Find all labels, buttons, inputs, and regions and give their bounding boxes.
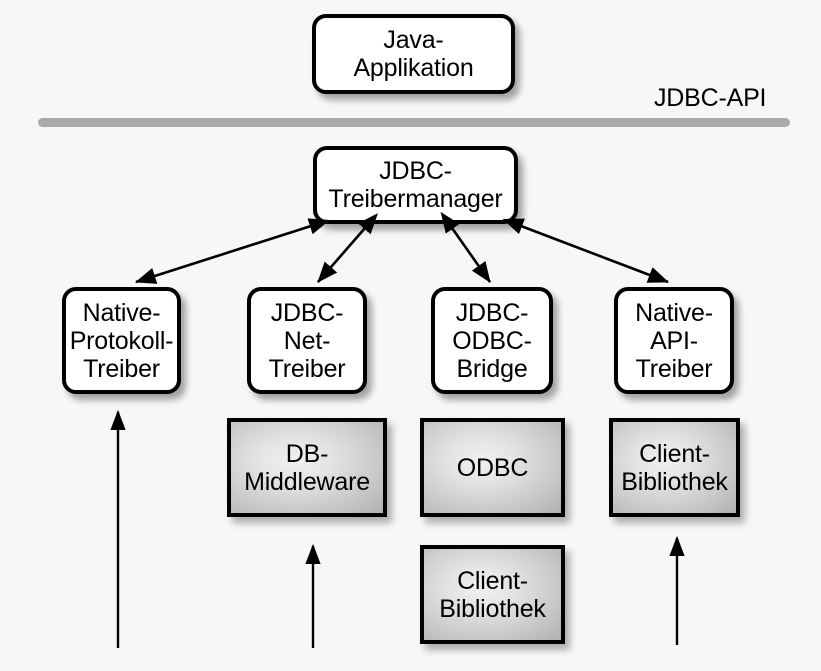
- label-jdbc-api: JDBC-API: [654, 84, 767, 112]
- edge-manager-to-native-protocol-driver: [135, 218, 330, 284]
- node-native-api-driver: Native- API- Treiber: [614, 287, 734, 394]
- node-odbc: ODBC: [420, 418, 565, 517]
- node-db-middleware: DB- Middleware: [227, 418, 387, 517]
- edge-manager-to-jdbc-odbc-bridge: [440, 211, 492, 283]
- node-client-library-native: Client- Bibliothek: [609, 418, 740, 517]
- node-jdbc-odbc-bridge: JDBC- ODBC- Bridge: [431, 287, 553, 394]
- node-native-protocol-driver: Native- Protokoll- Treiber: [62, 287, 181, 394]
- edge-manager-to-native-api-driver: [502, 218, 669, 284]
- node-java-application: Java- Applikation: [312, 14, 515, 94]
- node-jdbc-driver-manager: JDBC- Treibermanager: [313, 146, 518, 224]
- edge-manager-to-jdbc-net-driver: [317, 213, 378, 283]
- jdbc-api-divider: [38, 118, 790, 127]
- node-jdbc-net-driver: JDBC- Net- Treiber: [247, 287, 367, 394]
- node-client-library-odbc: Client- Bibliothek: [420, 545, 565, 644]
